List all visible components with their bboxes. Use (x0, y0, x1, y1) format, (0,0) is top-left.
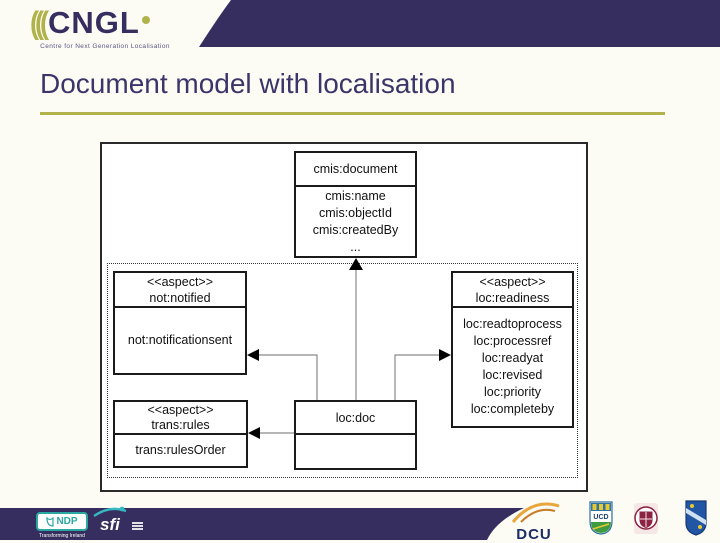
title-underline (40, 112, 665, 115)
tcd-crest-icon (685, 500, 707, 536)
class-attributes-empty (296, 435, 415, 468)
footer-banner (0, 508, 524, 540)
attribute: ... (350, 239, 361, 254)
class-trans-rules: <<aspect>> trans:rules trans:rulesOrder (113, 400, 248, 468)
class-not-notified: <<aspect>> not:notified not:notification… (113, 271, 247, 375)
uml-diagram: cmis:document cmis:name cmis:objectId cm… (100, 142, 588, 492)
sfi-smalltext-lines (132, 522, 143, 531)
cngl-logo-text: CNGL (47, 5, 140, 40)
ndp-badge: NDP (36, 512, 88, 531)
dcu-logo: DCU (503, 500, 565, 543)
stereotype: <<aspect>> (479, 274, 546, 289)
sfi-label: sfi (100, 515, 120, 534)
class-loc-doc: loc:doc (294, 400, 417, 470)
class-attributes: cmis:name cmis:objectId cmis:createdBy .… (296, 187, 415, 256)
class-attributes: not:notificationsent (115, 308, 245, 373)
attribute: loc:completeby (470, 402, 555, 416)
dcu-swoosh-icon (511, 502, 560, 523)
class-header: <<aspect>> loc:readiness (453, 273, 572, 308)
cngl-logo: ((( CNGL Centre for Next Generation Loca… (30, 4, 200, 56)
class-header: <<aspect>> trans:rules (115, 402, 246, 435)
ndp-logo: NDP Transforming Ireland (36, 512, 88, 539)
attribute: trans:rulesOrder (135, 443, 226, 457)
ndp-label: NDP (56, 516, 78, 527)
class-header: <<aspect>> not:notified (115, 273, 245, 308)
page-title: Document model with localisation (40, 68, 456, 99)
class-loc-readiness: <<aspect>> loc:readiness loc:readtoproce… (451, 271, 574, 428)
header-banner (199, 0, 720, 47)
attribute: loc:priority (484, 385, 541, 399)
class-attributes: trans:rulesOrder (115, 435, 246, 466)
sfi-logo: sfi (92, 506, 152, 538)
class-title: cmis:document (296, 153, 415, 187)
harp-icon (46, 516, 55, 527)
class-cmis-document: cmis:document cmis:name cmis:objectId cm… (294, 151, 417, 258)
stereotype: <<aspect>> (147, 402, 214, 417)
attribute: loc:processref (473, 334, 552, 348)
attribute: cmis:objectId (319, 205, 392, 220)
class-title: loc:readiness (475, 290, 550, 305)
cngl-tagline: Centre for Next Generation Localisation (40, 43, 170, 50)
maroon-crest-icon (634, 503, 658, 534)
attribute: loc:readtoprocess (463, 317, 562, 331)
attribute: loc:readyat (481, 351, 544, 365)
attribute: cmis:name (325, 188, 386, 203)
cngl-dot-icon (141, 16, 150, 24)
class-title: trans:rules (151, 417, 210, 432)
ndp-subtitle: Transforming Ireland (39, 533, 85, 539)
attribute: not:notificationsent (127, 333, 233, 347)
ucd-label: UCD (593, 514, 608, 521)
sfi-swoosh-icon (93, 506, 127, 517)
class-title: not:notified (149, 290, 211, 305)
ucd-crest-icon: UCD (589, 501, 613, 535)
class-title: loc:doc (296, 402, 415, 435)
attribute: loc:revised (482, 368, 543, 382)
aspects-dotted-region (107, 263, 578, 478)
stereotype: <<aspect>> (146, 274, 214, 289)
uml-connectors (247, 258, 451, 439)
class-attributes: loc:readtoprocess loc:processref loc:rea… (453, 308, 572, 426)
cngl-waves-icon: ((( (30, 5, 49, 40)
dcu-label: DCU (516, 526, 552, 543)
attribute: cmis:createdBy (312, 222, 399, 237)
